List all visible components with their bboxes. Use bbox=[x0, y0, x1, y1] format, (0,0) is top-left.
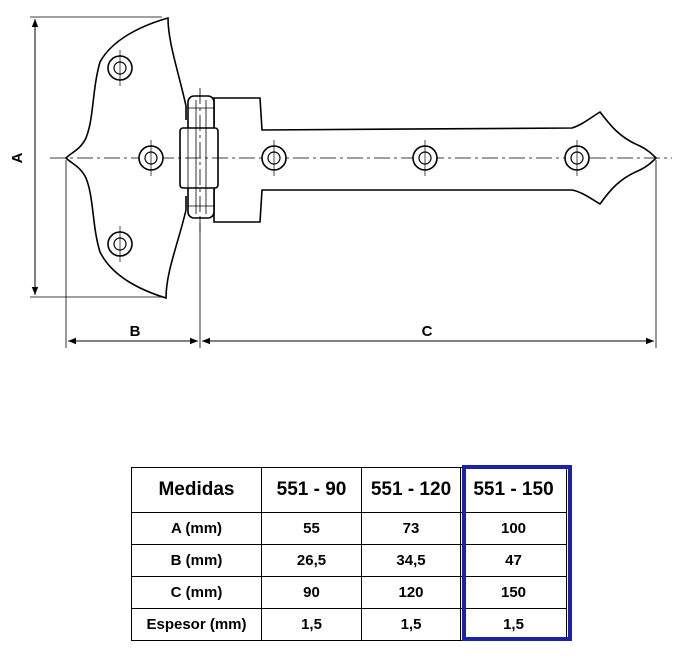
table-cell: 73 bbox=[361, 512, 461, 545]
dimension-b-label: B bbox=[130, 323, 141, 340]
table-header-row: Medidas 551 - 90 551 - 120 551 - 150 bbox=[131, 467, 567, 513]
row-label: C (mm) bbox=[131, 576, 262, 609]
table-cell: 26,5 bbox=[261, 544, 362, 577]
table-cell: 100 bbox=[460, 512, 567, 545]
table-cell: 1,5 bbox=[261, 608, 362, 641]
table-cell: 120 bbox=[361, 576, 461, 609]
row-label: Espesor (mm) bbox=[131, 608, 262, 641]
table-cell: 34,5 bbox=[361, 544, 461, 577]
header-cell: 551 - 120 bbox=[361, 467, 461, 513]
header-cell: 551 - 90 bbox=[261, 467, 362, 513]
header-cell: Medidas bbox=[131, 467, 262, 513]
table-cell: 55 bbox=[261, 512, 362, 545]
table-row: C (mm) 90 120 150 bbox=[131, 576, 567, 609]
table-cell: 90 bbox=[261, 576, 362, 609]
dimension-lines bbox=[31, 19, 654, 345]
table-row: B (mm) 26,5 34,5 47 bbox=[131, 544, 567, 577]
row-label: A (mm) bbox=[131, 512, 262, 545]
table-cell: 1,5 bbox=[460, 608, 567, 641]
table-cell: 150 bbox=[460, 576, 567, 609]
dimension-c-label: C bbox=[422, 323, 433, 340]
hinge-drawing: A B C bbox=[9, 16, 672, 348]
table-cell: 47 bbox=[460, 544, 567, 577]
table-cell: 1,5 bbox=[361, 608, 461, 641]
hole-crosshairs bbox=[119, 50, 578, 262]
table-row: A (mm) 55 73 100 bbox=[131, 512, 567, 545]
extension-lines bbox=[30, 16, 657, 348]
table-row: Espesor (mm) 1,5 1,5 1,5 bbox=[131, 608, 567, 641]
row-label: B (mm) bbox=[131, 544, 262, 577]
dimensions-table: Medidas 551 - 90 551 - 120 551 - 150 A (… bbox=[131, 467, 567, 641]
dimension-a-label: A bbox=[9, 152, 26, 163]
header-cell: 551 - 150 bbox=[460, 467, 567, 513]
